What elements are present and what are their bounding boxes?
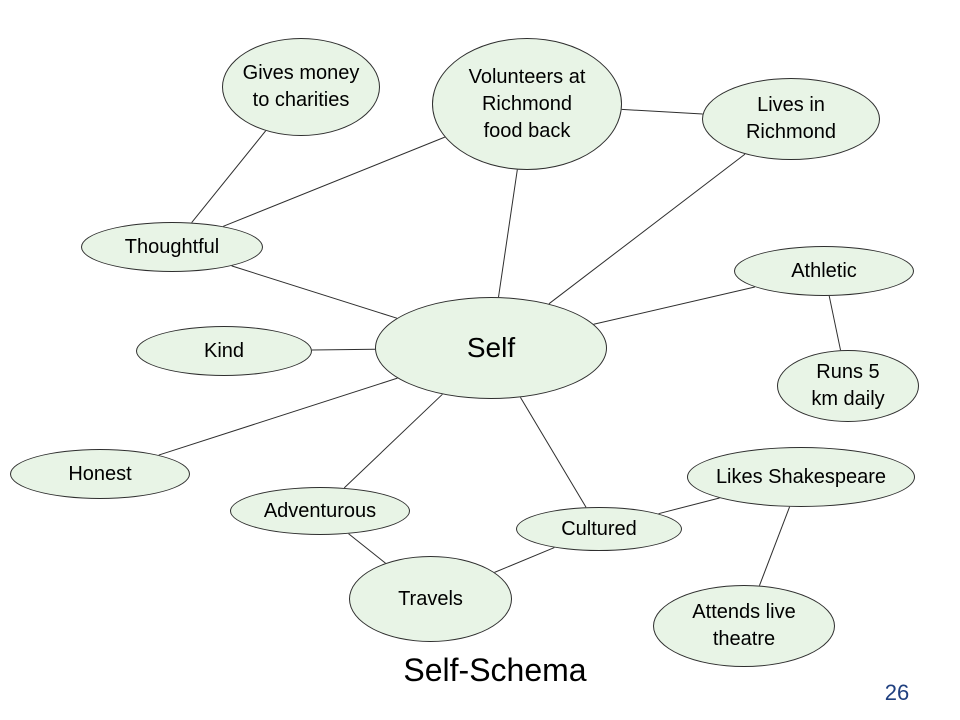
node-athletic-label: Athletic bbox=[791, 259, 857, 282]
node-travels: Travels bbox=[349, 556, 512, 642]
edge-athletic-runs-5km bbox=[828, 295, 842, 351]
node-kind-label: Kind bbox=[203, 339, 245, 362]
edge-self-kind bbox=[311, 348, 376, 351]
node-cultured-label: Cultured bbox=[561, 517, 637, 540]
node-kind: Kind bbox=[136, 326, 312, 376]
node-self-label: Self bbox=[466, 332, 516, 364]
node-volunteers-label: Volunteers at Richmond food back bbox=[468, 65, 586, 142]
node-lives-in-richmond: Lives in Richmond bbox=[702, 78, 880, 160]
node-runs-5km: Runs 5 km daily bbox=[777, 350, 919, 422]
edge-adventurous-travels bbox=[348, 533, 386, 564]
node-volunteers: Volunteers at Richmond food back bbox=[432, 38, 622, 170]
edge-self-volunteers bbox=[498, 169, 518, 298]
edge-self-adventurous bbox=[343, 393, 443, 489]
node-runs-5km-label: Runs 5 km daily bbox=[811, 361, 885, 410]
edge-self-thoughtful bbox=[231, 265, 398, 319]
node-thoughtful: Thoughtful bbox=[81, 222, 263, 272]
edge-self-athletic bbox=[593, 286, 755, 325]
node-honest: Honest bbox=[10, 449, 190, 499]
node-cultured: Cultured bbox=[516, 507, 682, 551]
edge-self-honest bbox=[158, 377, 398, 456]
node-attends-theatre: Attends live theatre bbox=[653, 585, 835, 667]
edge-thoughtful-gives-money bbox=[191, 130, 267, 223]
node-thoughtful-label: Thoughtful bbox=[124, 235, 220, 258]
edge-self-lives-in-richmond bbox=[548, 153, 746, 305]
node-gives-money: Gives money to charities bbox=[222, 38, 380, 136]
page-number: 26 bbox=[884, 680, 910, 705]
edge-likes-shakespeare-attends-theatre bbox=[758, 506, 791, 586]
node-adventurous-label: Adventurous bbox=[263, 499, 377, 522]
edge-thoughtful-volunteers bbox=[223, 136, 446, 227]
diagram-title: Self-Schema bbox=[403, 652, 587, 688]
node-travels-label: Travels bbox=[398, 587, 463, 610]
node-gives-money-label: Gives money to charities bbox=[242, 62, 360, 111]
node-honest-label: Honest bbox=[68, 462, 132, 485]
edge-travels-cultured bbox=[494, 547, 555, 573]
edge-volunteers-lives-in-richmond bbox=[621, 108, 703, 115]
edge-cultured-likes-shakespeare bbox=[658, 497, 720, 515]
node-likes-shakespeare: Likes Shakespeare bbox=[687, 447, 915, 507]
edge-self-cultured bbox=[520, 397, 587, 508]
node-likes-shakespeare-label: Likes Shakespeare bbox=[715, 465, 887, 488]
node-self: Self bbox=[375, 297, 607, 399]
node-athletic: Athletic bbox=[734, 246, 914, 296]
node-attends-theatre-label: Attends live theatre bbox=[692, 601, 796, 650]
node-lives-in-richmond-label: Lives in Richmond bbox=[745, 94, 837, 143]
node-adventurous: Adventurous bbox=[230, 487, 410, 535]
